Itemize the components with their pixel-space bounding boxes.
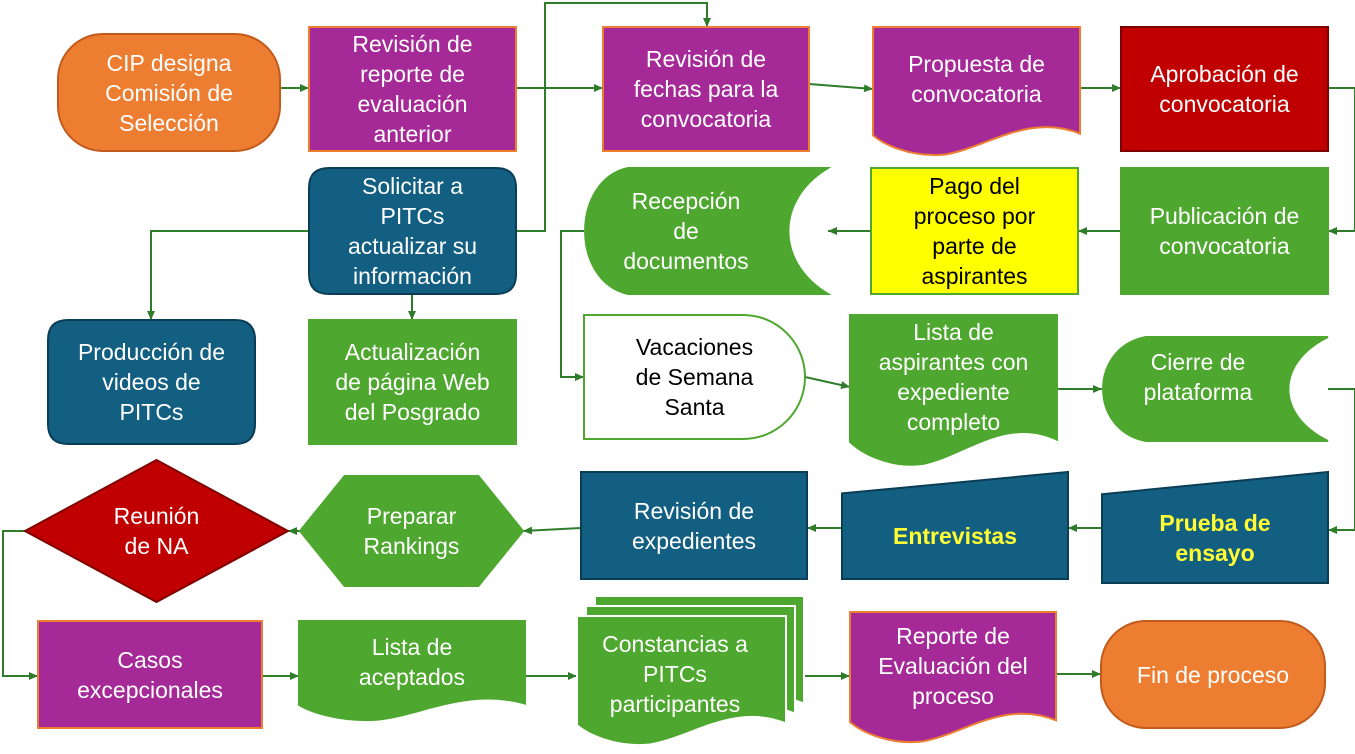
node-reunion-shape [22, 458, 291, 604]
node-propuesta-shape [872, 26, 1081, 157]
node-preparar-shape [298, 475, 525, 587]
node-produccion-shape [47, 319, 256, 445]
node-lista-aceptados-shape [298, 620, 526, 722]
node-aprobacion-shape [1120, 26, 1329, 152]
node-casos-shape [37, 620, 263, 729]
node-pago-shape [870, 167, 1079, 295]
node-publicacion-shape [1120, 167, 1329, 295]
node-revision-expedientes-shape [580, 471, 808, 580]
connector-recepcion-to-vacaciones [560, 230, 584, 381]
node-entrevistas-shape [841, 470, 1069, 580]
node-fin-shape [1100, 620, 1326, 729]
connector-solicitar-to-produccion [147, 230, 309, 320]
node-prueba-shape [1101, 470, 1329, 584]
connector-revision-expedientes-to-preparar [522, 526, 582, 535]
node-vacaciones-shape [583, 314, 806, 440]
node-reporte-evaluacion-shape [849, 611, 1057, 744]
connector-revision-reporte-to-solicitar [544, 2, 711, 88]
node-lista-aspirantes-shape [849, 314, 1058, 466]
node-revision-reporte-shape [308, 26, 517, 152]
node-solicitar-shape [308, 167, 517, 295]
connector-reunion-to-casos [2, 530, 38, 680]
connector-revision-fechas-to-propuesta [808, 83, 874, 93]
node-recepcion-shape [584, 167, 832, 295]
connector-vacaciones-to-lista-aspirantes [804, 376, 851, 389]
connector-solicitar-spine [516, 88, 546, 232]
node-constancias-shape [576, 615, 787, 747]
connector-aprobacion-to-publicacion [1328, 87, 1355, 235]
node-actualizacion-shape [308, 319, 517, 445]
node-cip-shape [57, 33, 281, 152]
node-cierre-shape [1102, 336, 1329, 442]
connector-cierre-to-prueba [1328, 388, 1355, 534]
node-revision-fechas-shape [602, 26, 810, 152]
